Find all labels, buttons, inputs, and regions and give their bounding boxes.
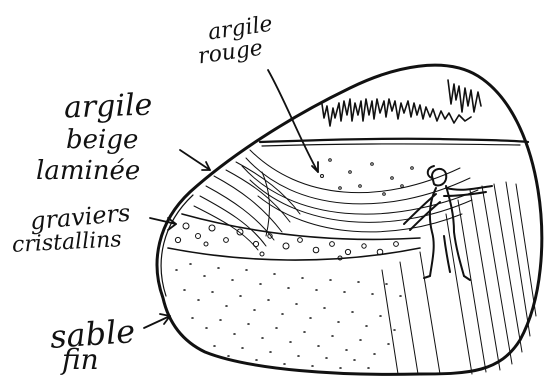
cave-outline-inner-stroke bbox=[161, 195, 193, 296]
arrow-argile-beige bbox=[180, 150, 210, 170]
water-line bbox=[260, 139, 528, 142]
label-argile-beige-line1: argile bbox=[64, 90, 153, 123]
water-line-echo bbox=[262, 144, 520, 146]
label-sable-line2: fin bbox=[62, 346, 99, 374]
arrow-argile-rouge bbox=[268, 70, 318, 172]
gravel-band-top bbox=[182, 214, 420, 239]
label-graviers-line2: cristallins bbox=[11, 229, 122, 257]
pointer-arrows bbox=[144, 70, 318, 328]
stalactites bbox=[322, 80, 481, 126]
worker-figure bbox=[404, 166, 492, 280]
red-clay-laminations bbox=[242, 150, 478, 232]
label-argile-beige-line2: beige bbox=[66, 127, 138, 153]
label-argile-beige-line3: laminée bbox=[36, 158, 140, 184]
cave-outline bbox=[157, 65, 542, 374]
